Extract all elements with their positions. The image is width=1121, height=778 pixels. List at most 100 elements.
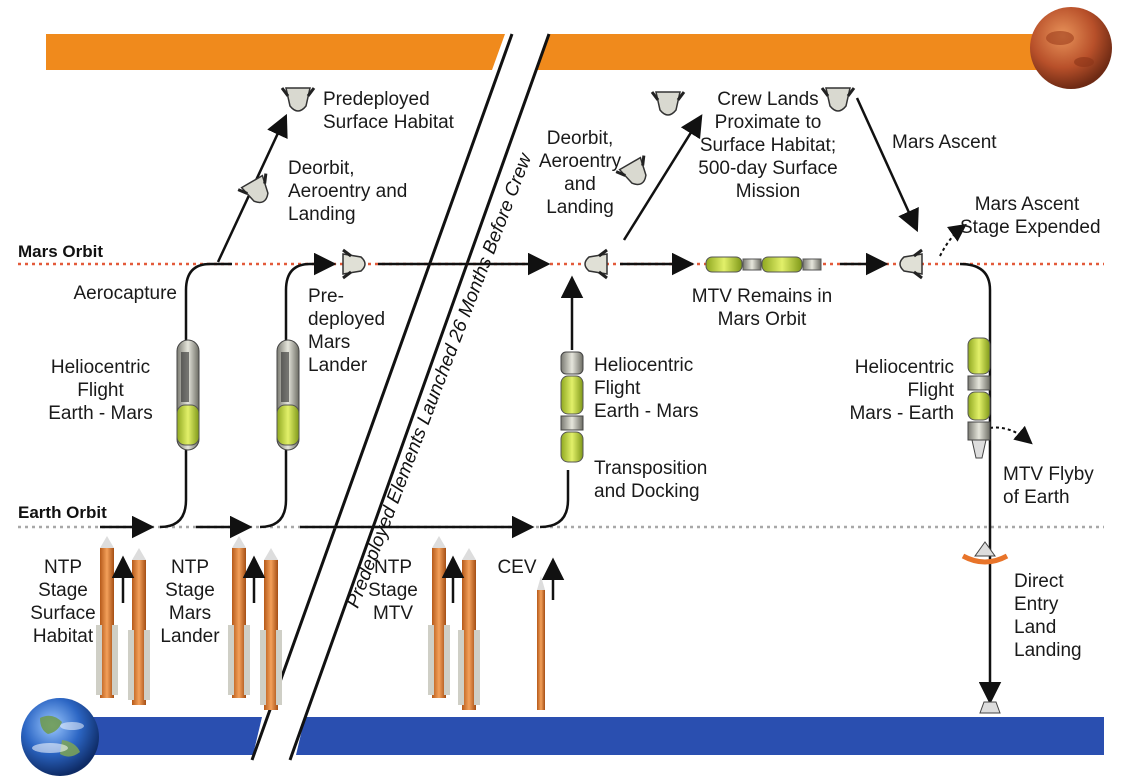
lander-icon — [237, 173, 269, 204]
label-line: and Docking — [594, 481, 700, 502]
label-line: Heliocentric — [854, 357, 954, 378]
label-line: MTV Flyby — [1003, 464, 1094, 485]
cev-rocket-icon — [537, 557, 565, 710]
label-line: Deorbit, — [546, 128, 614, 149]
label-line: Aeroentry and — [288, 181, 408, 202]
lander-icon — [820, 87, 856, 112]
label-line: Pre- — [308, 286, 344, 307]
earth-orbit-label: Earth Orbit — [18, 503, 107, 522]
label-line: Crew Lands — [717, 89, 819, 110]
ntp-stage-vehicle-icon — [276, 339, 300, 451]
mars-orbit-label: Mars Orbit — [18, 242, 104, 261]
label-line: Flight — [77, 380, 124, 401]
entry-capsule-icon — [961, 541, 1009, 565]
mars-ascent-label: Mars Ascent — [892, 131, 997, 154]
label-line: Flight — [907, 380, 954, 401]
label-line: Transposition — [594, 458, 708, 479]
rocket-pair-icon — [96, 536, 150, 705]
label-line: Predeployed — [323, 89, 430, 110]
lander-icon — [280, 87, 316, 112]
aerocapture-label: Aerocapture — [55, 282, 177, 305]
mtv-vehicle-icon — [705, 256, 822, 273]
label-line: Mars Ascent — [974, 194, 1080, 215]
mtv-stack-icon — [560, 351, 584, 463]
label-line: Landing — [546, 197, 614, 218]
label-line: and — [564, 174, 596, 195]
label-line: Landing — [1014, 640, 1082, 661]
label-line: Deorbit, — [288, 158, 355, 179]
capsule-icon — [899, 248, 923, 280]
label-line: 500-day Surface — [698, 158, 838, 179]
capsule-icon — [584, 248, 608, 280]
rocket-pair-icon — [428, 536, 480, 710]
label-line: Direct — [1014, 571, 1064, 592]
label-line: Heliocentric — [50, 357, 151, 378]
label-line: Aerocapture — [73, 283, 177, 304]
landing-capsule-icon — [979, 701, 1001, 714]
label-line: MTV — [372, 603, 414, 624]
mars-band — [46, 34, 1070, 70]
label-line: Mars - Earth — [849, 403, 954, 424]
label-line: Stage Expended — [960, 217, 1101, 238]
label-line: Earth - Mars — [48, 403, 153, 424]
label-line: Entry — [1014, 594, 1059, 615]
label-line: Mission — [735, 181, 801, 202]
label-line: Flight — [594, 378, 641, 399]
label-line: Habitat — [32, 626, 94, 647]
label-line: MTV Remains in — [691, 286, 833, 307]
label-line: Aeroentry — [538, 151, 622, 172]
label-line: Stage — [165, 580, 215, 601]
label-line: Mars Orbit — [717, 309, 807, 330]
label-line: CEV — [497, 557, 537, 578]
label-line: of Earth — [1003, 487, 1070, 508]
mtv-stack-icon — [967, 337, 991, 459]
label-line: Land — [1014, 617, 1057, 638]
label-line: NTP — [374, 557, 412, 578]
divider-line-left — [250, 33, 514, 761]
lander-icon — [615, 155, 647, 186]
rocket-pair-icon — [228, 536, 282, 710]
label-line: Lander — [160, 626, 220, 647]
mars-planet-icon — [1030, 7, 1112, 89]
label-line: Mars — [308, 332, 351, 353]
label-line: Landing — [288, 204, 356, 225]
label-line: Earth - Mars — [594, 401, 699, 422]
label-line: NTP — [44, 557, 82, 578]
capsule-icon — [342, 248, 366, 280]
label-line: NTP — [171, 557, 209, 578]
label-line: Stage — [38, 580, 88, 601]
label-line: Surface Habitat; — [699, 135, 837, 156]
dotted-arrows — [939, 223, 1033, 445]
label-line: Surface Habitat — [323, 112, 454, 133]
lander-icon — [650, 91, 686, 116]
ntp-stage-vehicle-icon — [176, 339, 200, 451]
divider-line-right — [288, 33, 551, 761]
label-line: Mars — [168, 603, 212, 624]
label-line: Heliocentric — [594, 355, 694, 376]
earth-planet-icon — [21, 698, 99, 776]
cev-label: CEV — [492, 556, 542, 579]
label-line: deployed — [308, 309, 386, 330]
label-line: Proximate to — [714, 112, 822, 133]
label-line: Stage — [368, 580, 418, 601]
label-line: Surface — [30, 603, 96, 624]
label-line: Mars Ascent — [892, 132, 997, 153]
label-line: Lander — [308, 355, 368, 376]
